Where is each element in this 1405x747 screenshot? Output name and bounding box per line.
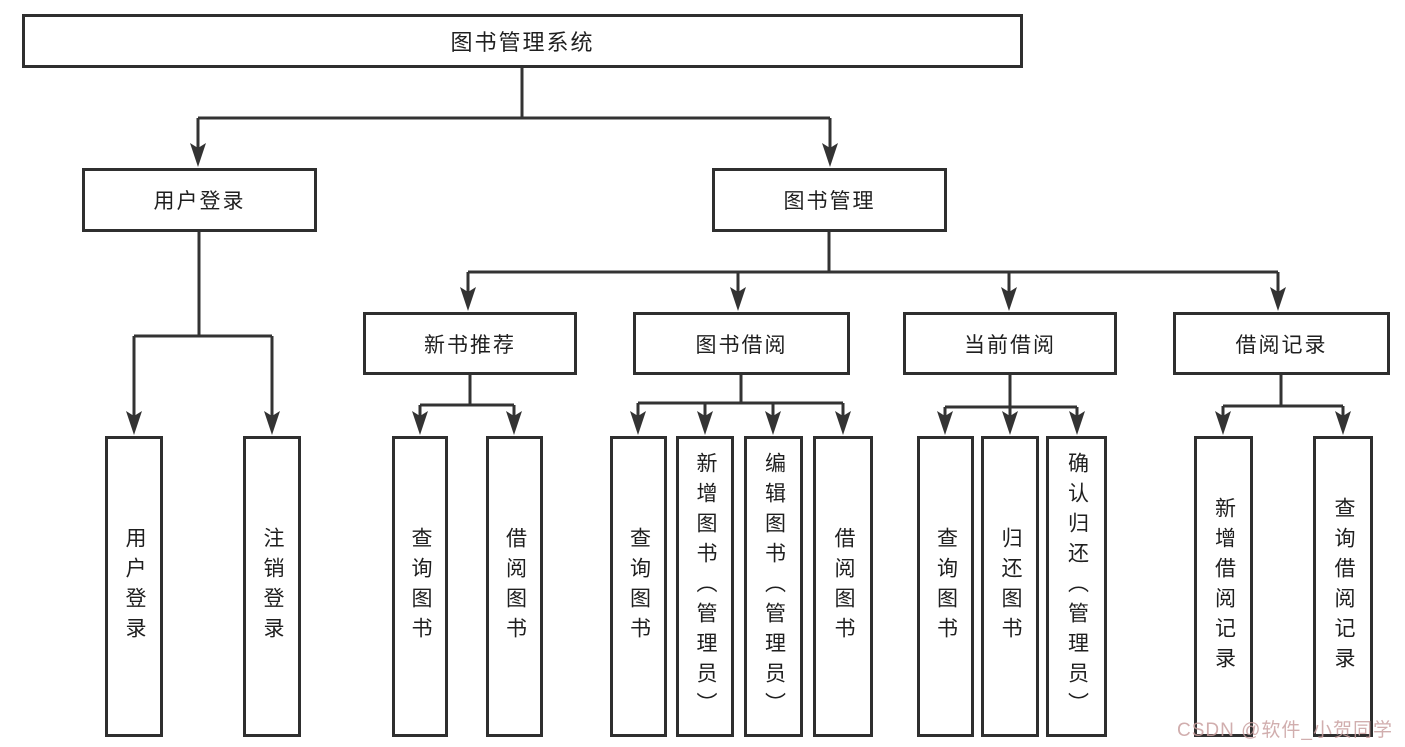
connector-root [196,68,832,150]
node-book-borrow: 图书借阅 [633,312,850,375]
connector-current [943,375,1079,416]
leaf-borrow-borrow: 借阅图书 [813,436,873,737]
leaf-current-query: 查询图书 [917,436,974,737]
watermark: CSDN @软件_小贺同学 [1177,720,1393,741]
leaf-current-confirm-admin: 确认归还（管理员） [1046,436,1107,737]
leaf-user-login: 用户登录 [105,436,163,737]
node-current-borrow: 当前借阅 [903,312,1117,375]
leaf-borrow-query: 查询图书 [610,436,667,737]
leaf-borrow-edit-admin: 编辑图书（管理员） [744,436,803,737]
connector-record [1221,375,1345,416]
leaf-newbook-query: 查询图书 [392,436,448,737]
leaf-logout: 注销登录 [243,436,301,737]
node-user-login: 用户登录 [82,168,317,232]
leaf-record-query: 查询借阅记录 [1313,436,1373,737]
leaf-borrow-add-admin: 新增图书（管理员） [676,436,734,737]
connector-login [132,232,274,416]
node-new-book-recommend: 新书推荐 [363,312,577,375]
node-borrow-record: 借阅记录 [1173,312,1390,375]
leaf-record-add: 新增借阅记录 [1194,436,1253,737]
connector-newbook [418,375,516,416]
leaf-newbook-borrow: 借阅图书 [486,436,543,737]
connector-manage [466,232,1280,294]
node-root: 图书管理系统 [22,14,1023,68]
node-book-management: 图书管理 [712,168,947,232]
connector-borrow [636,375,845,416]
leaf-current-return: 归还图书 [981,436,1039,737]
